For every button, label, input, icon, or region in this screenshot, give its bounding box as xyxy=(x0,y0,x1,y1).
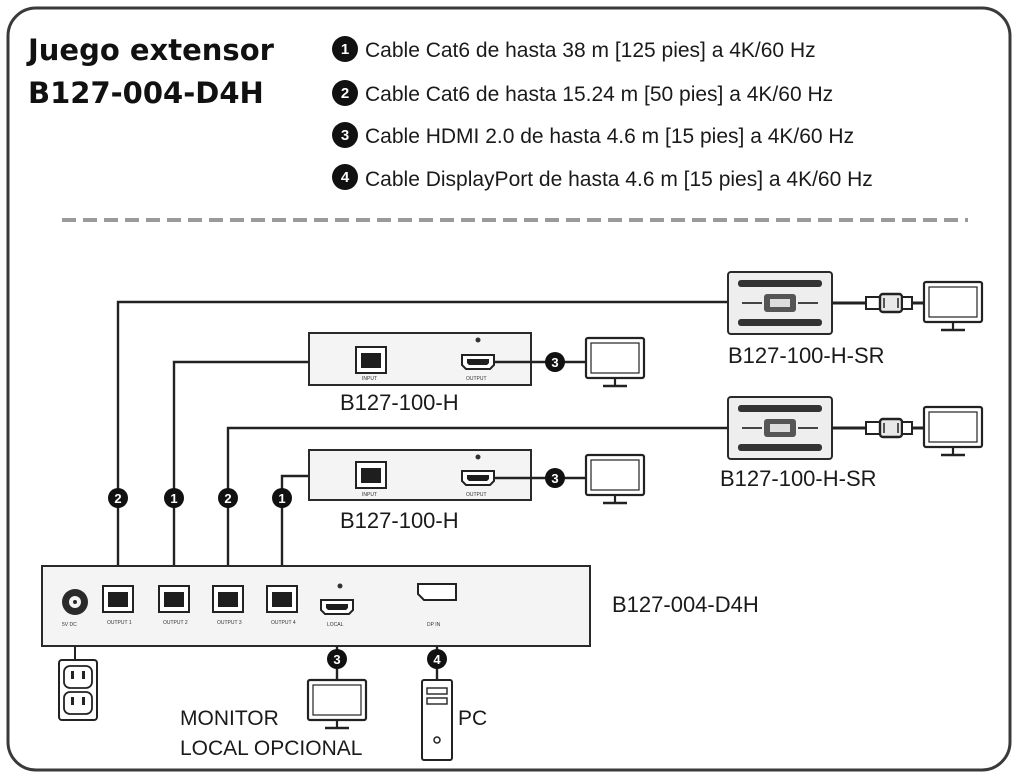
rj45-port-icon xyxy=(102,585,134,613)
led-indicator xyxy=(475,454,481,460)
legend-text-4: Cable DisplayPort de hasta 4.6 m [15 pie… xyxy=(365,168,873,191)
cable-badge-dp-num: 4 xyxy=(433,652,441,667)
legend-badge-2 xyxy=(332,80,358,106)
label-sr-bottom: B127-100-H-SR xyxy=(720,466,877,491)
cable-badge-out3-num: 2 xyxy=(224,491,231,506)
legend-text-1: Cable Cat6 de hasta 38 m [125 pies] a 4K… xyxy=(365,39,816,62)
monitor-icon xyxy=(922,280,984,332)
cable-badge-out4: 1 xyxy=(272,488,292,508)
receiver-top xyxy=(308,332,532,386)
hdmi-port-icon xyxy=(461,470,495,486)
port-legend-tiny: INPUT xyxy=(362,376,377,382)
cable-badge-hdmi-top-num: 3 xyxy=(551,355,558,370)
label-main-unit: B127-004-D4H xyxy=(612,592,759,617)
label-pc: PC xyxy=(458,707,487,730)
legend-item-2: 2 Cable Cat6 de hasta 15.24 m [50 pies] … xyxy=(332,80,833,106)
rj45-port-icon xyxy=(355,461,387,489)
cable-badge-out4-num: 1 xyxy=(278,491,285,506)
label-rx-bottom: B127-100-H xyxy=(340,508,459,533)
cable-badge-out1: 2 xyxy=(108,488,128,508)
sr-receiver-bottom xyxy=(727,396,833,460)
cable-badge-out2-num: 1 xyxy=(170,491,177,506)
title-line-1: Juego extensor xyxy=(26,33,275,67)
port-legend-tiny: OUTPUT 1 xyxy=(107,620,132,626)
legend-item-4: 4 Cable DisplayPort de hasta 4.6 m [15 p… xyxy=(332,164,873,191)
legend-badge-4-num: 4 xyxy=(341,169,350,186)
sr-receiver-top xyxy=(727,271,833,335)
port-legend-tiny: DP IN xyxy=(427,622,441,628)
port-legend-tiny: LOCAL xyxy=(327,622,344,628)
title-line-2: B127-004-D4H xyxy=(28,76,264,110)
label-monitor-line1: MONITOR xyxy=(180,707,279,730)
monitor-icon xyxy=(584,336,646,388)
rj45-port-icon xyxy=(212,585,244,613)
port-legend-tiny: INPUT xyxy=(362,492,377,498)
power-outlet-icon xyxy=(58,659,98,721)
cable-badge-hdmi-top: 3 xyxy=(545,352,565,372)
rj45-port-icon xyxy=(355,346,387,374)
monitor-icon xyxy=(584,453,646,505)
legend-badge-3 xyxy=(332,122,358,148)
main-unit xyxy=(41,565,591,647)
led-indicator xyxy=(337,583,343,589)
legend-badge-1-num: 1 xyxy=(341,41,349,58)
hdmi-plug-icon xyxy=(864,292,914,314)
outer-frame xyxy=(6,6,1012,772)
legend-badge-1 xyxy=(332,36,358,62)
legend-item-3: 3 Cable HDMI 2.0 de hasta 4.6 m [15 pies… xyxy=(332,122,854,148)
label-rx-top: B127-100-H xyxy=(340,390,459,415)
cable-badge-dp: 4 xyxy=(427,649,447,669)
cable-out1-to-sr-top xyxy=(116,300,728,580)
dc-power-jack-icon: 5V DC xyxy=(62,589,88,628)
cable-out3-to-sr-bottom xyxy=(226,426,728,580)
legend-text-3: Cable HDMI 2.0 de hasta 4.6 m [15 pies] … xyxy=(365,125,854,148)
hdmi-plug-icon xyxy=(864,417,914,439)
cable-badge-hdmi-bottom: 3 xyxy=(545,468,565,488)
monitor-icon xyxy=(922,405,984,457)
pc-tower-icon xyxy=(421,679,453,761)
legend-badge-3-num: 3 xyxy=(341,127,349,144)
rj45-port-icon xyxy=(266,585,298,613)
monitor-icon xyxy=(306,678,368,730)
legend-badge-4 xyxy=(332,164,358,190)
cable-badge-local-hdmi-num: 3 xyxy=(333,652,340,667)
label-sr-top: B127-100-H-SR xyxy=(728,343,885,368)
rj45-port-icon xyxy=(158,585,190,613)
port-legend-tiny: OUTPUT xyxy=(466,492,487,498)
legend-text-2: Cable Cat6 de hasta 15.24 m [50 pies] a … xyxy=(365,83,833,106)
port-legend-tiny: OUTPUT 3 xyxy=(217,620,242,626)
hdmi-port-icon xyxy=(320,599,354,615)
cable-badge-local-hdmi: 3 xyxy=(327,649,347,669)
led-indicator xyxy=(475,337,481,343)
port-legend-tiny: OUTPUT xyxy=(466,376,487,382)
legend-badge-2-num: 2 xyxy=(341,85,349,102)
cable-badge-hdmi-bottom-num: 3 xyxy=(551,471,558,486)
displayport-port-icon xyxy=(417,583,457,601)
receiver-bottom xyxy=(308,449,532,501)
port-legend-tiny: OUTPUT 2 xyxy=(163,620,188,626)
label-monitor-line2: LOCAL OPCIONAL xyxy=(180,737,362,760)
legend: 1 Cable Cat6 de hasta 38 m [125 pies] a … xyxy=(332,36,873,191)
legend-item-1: 1 Cable Cat6 de hasta 38 m [125 pies] a … xyxy=(332,36,816,62)
port-legend-tiny: OUTPUT 4 xyxy=(271,620,296,626)
cable-badge-out3: 2 xyxy=(218,488,238,508)
hdmi-port-icon xyxy=(461,354,495,370)
cable-badge-out1-num: 2 xyxy=(114,491,121,506)
cable-badge-out2: 1 xyxy=(164,488,184,508)
port-legend-tiny: 5V DC xyxy=(62,622,77,628)
